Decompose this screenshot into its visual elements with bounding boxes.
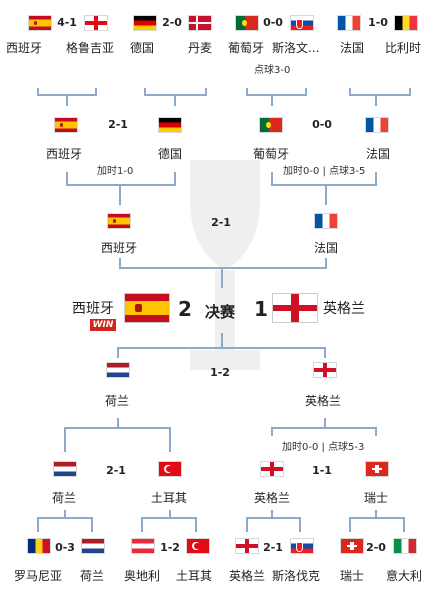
team-name: 斯洛文... [272,41,320,55]
team-name: 比利时 [385,41,422,55]
georgia-flag-icon [84,15,108,31]
extra-time-note: 加时1-0 [97,166,134,177]
team-name: 意大利 [386,569,423,583]
final-home-team: 西班牙 [72,301,114,317]
team-name: 法国 [340,41,365,55]
team-name: 荷兰 [105,394,130,408]
france-flag-icon [314,213,338,229]
team-name: 格鲁吉亚 [66,41,115,55]
final-away-score: 1 [254,297,268,321]
winner-badge: WIN [90,319,116,331]
final-home-score: 2 [178,297,192,321]
germany-flag-icon [158,117,182,133]
team-name: 土耳其 [176,569,213,583]
trophy-watermark-icon [190,160,260,370]
match-score: 1-2 [160,541,180,554]
match-score: 2-0 [366,541,386,554]
match-score: 0-0 [263,16,283,29]
italy-flag-icon [393,538,417,554]
england-flag-icon [272,293,318,323]
spain-flag-icon [54,117,78,133]
netherlands-flag-icon [81,538,105,554]
team-name: 西班牙 [101,241,138,255]
penalty-note: 加时0-0 | 点球5-3 [282,442,365,453]
turkey-flag-icon [186,538,210,554]
team-name: 土耳其 [151,491,188,505]
germany-flag-icon [133,15,157,31]
match-score: 2-1 [211,216,231,229]
match-score: 2-0 [162,16,182,29]
portugal-flag-icon [259,117,283,133]
belgium-flag-icon [394,15,418,31]
match-score: 2-1 [106,464,126,477]
slovenia-flag-icon [290,15,314,31]
team-name: 英格兰 [254,491,291,505]
team-name: 荷兰 [52,491,77,505]
england-flag-icon [260,461,284,477]
match-score: 2-1 [263,541,283,554]
team-name: 奥地利 [124,569,161,583]
match-score: 0-0 [312,118,332,131]
team-name: 荷兰 [80,569,105,583]
team-name: 法国 [366,147,391,161]
team-name: 瑞士 [364,491,389,505]
switzerland-flag-icon [340,538,364,554]
team-name: 斯洛伐克 [272,569,321,583]
match-score: 2-1 [108,118,128,131]
netherlands-flag-icon [106,362,130,378]
switzerland-flag-icon [365,461,389,477]
portugal-flag-icon [235,15,259,31]
team-name: 瑞士 [340,569,365,583]
england-flag-icon [313,362,337,378]
team-name: 葡萄牙 [253,147,290,161]
team-name: 葡萄牙 [228,41,265,55]
england-flag-icon [235,538,259,554]
slovakia-flag-icon [290,538,314,554]
team-name: 西班牙 [6,41,43,55]
match-score: 1-0 [368,16,388,29]
match-score: 4-1 [57,16,77,29]
turkey-flag-icon [158,461,182,477]
spain-flag-icon [107,213,131,229]
penalty-note: 加时0-0 | 点球3-5 [283,166,366,177]
match-score: 1-2 [210,366,230,379]
team-name: 英格兰 [229,569,266,583]
spain-flag-icon [28,15,52,31]
team-name: 法国 [314,241,339,255]
penalty-note: 点球3-0 [254,65,291,76]
team-name: 丹麦 [188,41,213,55]
team-name: 英格兰 [305,394,342,408]
match-score: 0-3 [55,541,75,554]
match-score: 1-1 [312,464,332,477]
netherlands-flag-icon [53,461,77,477]
france-flag-icon [365,117,389,133]
team-name: 罗马尼亚 [14,569,63,583]
team-name: 西班牙 [46,147,83,161]
denmark-flag-icon [188,15,212,31]
team-name: 德国 [130,41,155,55]
france-flag-icon [337,15,361,31]
final-label: 决赛 [205,303,236,321]
austria-flag-icon [131,538,155,554]
romania-flag-icon [27,538,51,554]
spain-flag-icon [124,293,170,323]
final-away-team: 英格兰 [323,301,365,317]
team-name: 德国 [158,147,183,161]
